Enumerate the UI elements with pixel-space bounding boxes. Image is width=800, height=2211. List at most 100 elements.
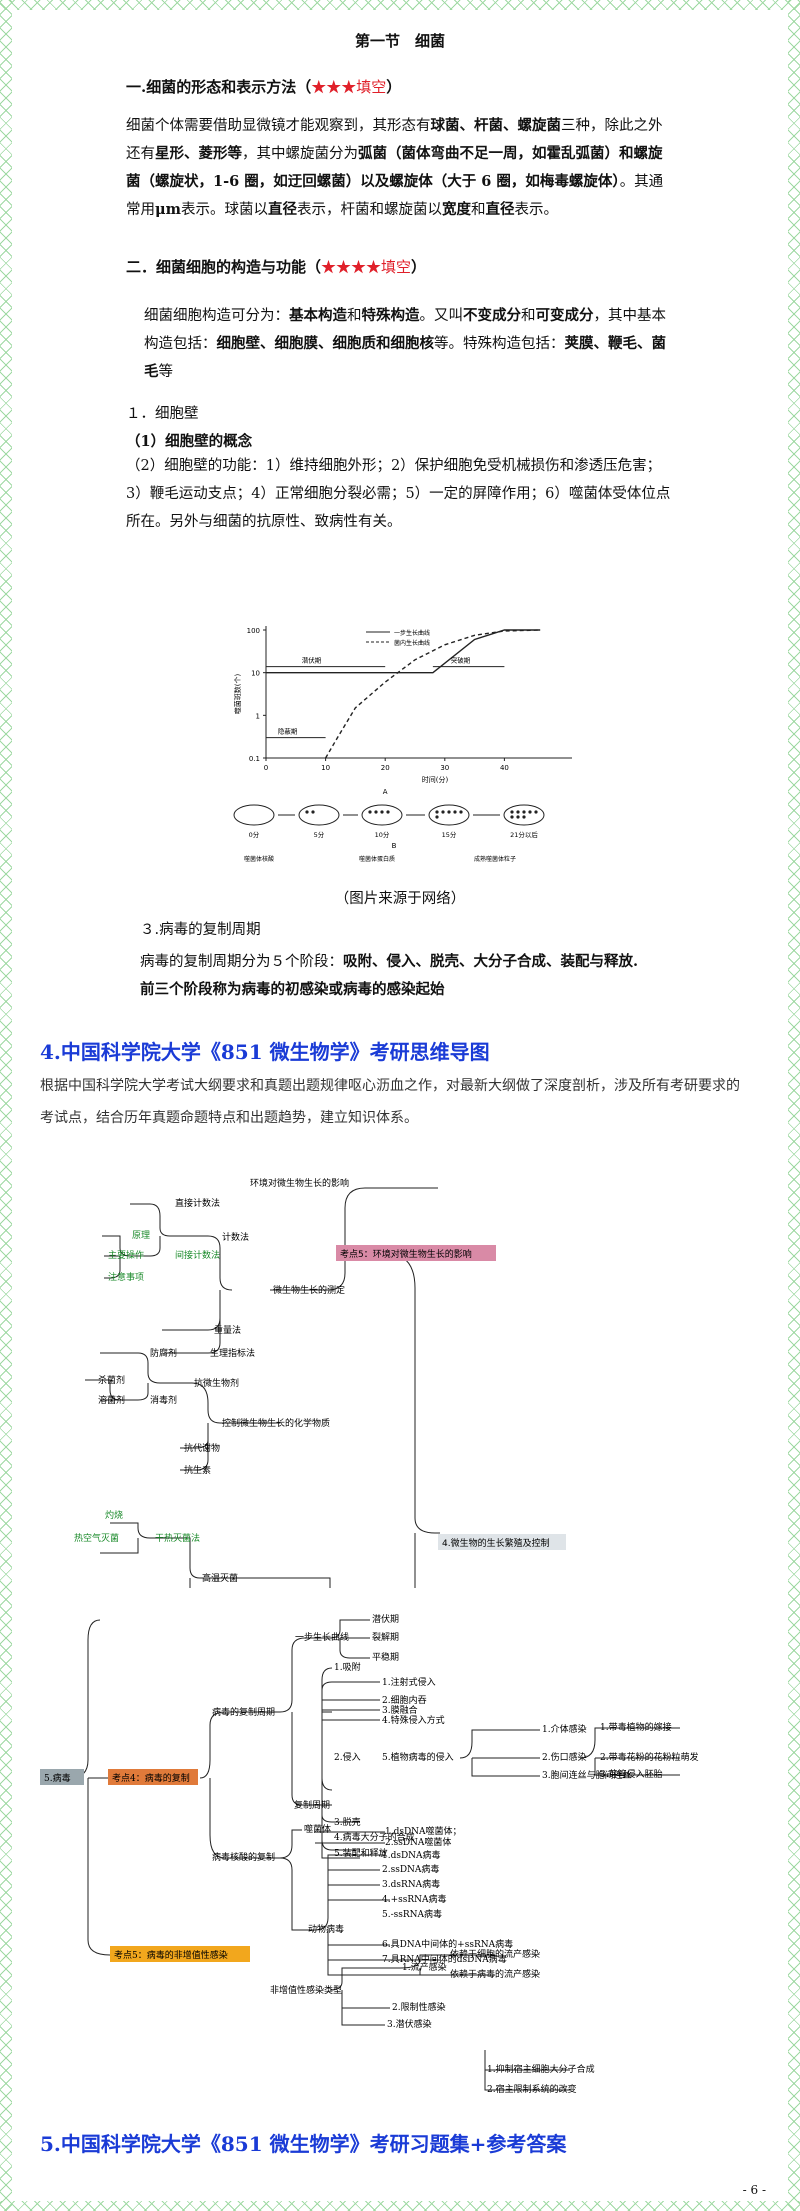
- node-phage: 噬菌体: [304, 1823, 331, 1835]
- node-bacteri: 杀菌剂: [98, 1374, 125, 1386]
- node-antibio: 抗生素: [184, 1464, 211, 1476]
- phage-particle: [522, 810, 526, 814]
- node-e5: 5.植物病毒的侵入: [382, 1751, 454, 1763]
- node-box: [108, 1769, 198, 1785]
- node-s4: 4.病毒大分子的合成: [334, 1831, 415, 1843]
- node-w3: 3.芽管侵入胚胎: [600, 1768, 663, 1780]
- virus-cycle-note: 前三个阶段称为病毒的初感染或病毒的感染起始: [140, 981, 445, 998]
- y-tick-label: 0.1: [249, 755, 260, 763]
- node-s1: 1.吸附: [334, 1661, 361, 1673]
- section-heading-mindmap: 4.中国科学院大学《851 微生物学》考研思维导图: [40, 1040, 490, 1064]
- phage-particle: [311, 810, 315, 814]
- phage-particle: [374, 810, 378, 814]
- y-tick-label: 100: [247, 627, 260, 635]
- node-a1: 1.dsDNA病毒: [382, 1849, 441, 1861]
- annotation-eclipse: 隐蔽期: [278, 727, 298, 736]
- stage-label: 0分: [249, 830, 260, 839]
- series-line-1: [266, 629, 541, 674]
- image-caption: （图片来源于网络）: [334, 891, 466, 907]
- y-axis-label: 噬菌斑数(个): [233, 674, 242, 715]
- node-root: 4.微生物的生长繁殖及控制: [442, 1537, 550, 1549]
- node-notes: 注意事项: [108, 1271, 144, 1283]
- stage-label: 21分以后: [510, 830, 538, 839]
- section-title: 第一节 细菌: [354, 32, 445, 50]
- cell-wall-function: （2）细胞壁的功能：1）维持细胞外形；2）保护细胞免受机械损伤和渗透压危害；3）…: [126, 458, 671, 530]
- structure-paragraph: 细菌细胞构造可分为：基本构造和特殊构造。又叫不变成分和可变成分，其中基本构造包括…: [144, 307, 666, 380]
- node-l2: 2.宿主限制系统的改变: [487, 2083, 577, 2095]
- node-e2: 2.细胞内吞: [382, 1694, 427, 1706]
- node-animal: 动物病毒: [308, 1923, 344, 1935]
- phage-particle: [305, 810, 309, 814]
- node-ph1: 1.dsDNA噬菌体；: [385, 1825, 462, 1837]
- y-tick-label: 10: [251, 670, 260, 678]
- node-ab2: 依赖于病毒的流产感染: [450, 1968, 540, 1980]
- importance-stars: ★★★★填空: [321, 258, 412, 276]
- stage-label: 5分: [314, 830, 325, 839]
- node-box: [110, 1946, 250, 1962]
- node-k4: 考点4：病毒的复制: [112, 1772, 190, 1784]
- cell-stage-5: [503, 804, 545, 826]
- node-env: 环境对微生物生长的影响: [250, 1178, 349, 1189]
- heading-structure: 二．细菌细胞的构造与功能（★★★★填空）: [126, 258, 427, 276]
- node-direct: 直接计数法: [175, 1197, 220, 1209]
- cell-wall-title: １．细胞壁: [126, 406, 199, 422]
- annotation-burst: 突破期: [451, 656, 471, 665]
- heading-morphology: 一.细菌的形态和表示方法（★★★填空）: [126, 78, 402, 96]
- section-heading-exercises: 5.中国科学院大学《851 微生物学》考研习题集+参考答案: [40, 2132, 567, 2156]
- node-disinf: 消毒剂: [150, 1394, 177, 1406]
- legend-label-2: 菌内生长曲线: [394, 639, 430, 647]
- node-nuc: 病毒核酸的复制: [212, 1851, 275, 1863]
- panel-label-a: A: [383, 788, 388, 796]
- phage-particle: [435, 810, 439, 814]
- cell-stage-3: [361, 804, 403, 826]
- node-hitemp: 高温灭菌: [202, 1572, 238, 1584]
- node-hotair: 热空气灭菌: [74, 1532, 119, 1544]
- stage-label: 15分: [442, 830, 457, 839]
- phage-particle: [522, 815, 526, 819]
- node-bactst: 溶菌剂: [98, 1394, 125, 1406]
- node-s2: 2.侵入: [334, 1751, 361, 1763]
- x-tick-label: 30: [440, 764, 449, 772]
- chart-annotations: 潜伏期突破期隐蔽期A: [266, 656, 505, 796]
- x-tick-label: 20: [381, 764, 390, 772]
- phage-particle: [386, 810, 390, 814]
- y-tick-label: 1: [256, 712, 260, 720]
- phage-particle: [453, 810, 457, 814]
- node-plateau: 平稳期: [372, 1651, 399, 1663]
- cell-stage-2: [298, 804, 340, 826]
- node-a3: 3.dsRNA病毒: [382, 1878, 440, 1890]
- node-n2: 2.限制性感染: [392, 2001, 446, 2013]
- x-axis-label: 时间(分): [422, 775, 449, 784]
- node-root: 5.病毒: [44, 1772, 71, 1784]
- stage-label: 10分: [375, 830, 390, 839]
- node-e3: 3.膜融合: [382, 1704, 418, 1716]
- phage-particle: [516, 810, 520, 814]
- legend-b-3: 成熟噬菌体粒子: [474, 855, 516, 863]
- phage-particle: [516, 815, 520, 819]
- node-e4: 4.特殊侵入方式: [382, 1714, 445, 1726]
- node-dry: 干热灭菌法: [155, 1532, 200, 1544]
- phage-particle: [510, 810, 514, 814]
- node-l1: 1.抑制宿主细胞大分子合成: [487, 2063, 595, 2075]
- node-e1: 1.注射式侵入: [382, 1676, 436, 1688]
- morphology-paragraph: 细菌个体需要借助显微镜才能观察到，其形态有球菌、杆菌、螺旋菌三种，除此之外还有星…: [126, 117, 664, 218]
- node-onestep: 一步生长曲线: [295, 1631, 349, 1643]
- node-w2: 2.带毒花粉的花粉粒萌发: [600, 1751, 699, 1763]
- x-tick-label: 40: [500, 764, 509, 772]
- phage-particle: [380, 810, 384, 814]
- node-ops: 主要操作: [108, 1249, 144, 1261]
- phage-particle: [510, 815, 514, 819]
- phage-particle: [528, 810, 532, 814]
- node-latent: 潜伏期: [372, 1613, 399, 1625]
- node-k5: 考点5：环境对微生物生长的影响: [340, 1248, 472, 1260]
- node-count: 计数法: [222, 1231, 249, 1243]
- node-cycle: 病毒的复制周期: [212, 1706, 275, 1718]
- mindmap-intro: 根据中国科学院大学考试大纲要求和真题出题规律呕心沥血之作，对最新大纲做了深度剖析…: [40, 1078, 740, 1126]
- legend-b-1: 噬菌体核酸: [244, 855, 274, 863]
- node-a2: 2.ssDNA病毒: [382, 1863, 439, 1875]
- node-weigh: 重量法: [214, 1324, 241, 1336]
